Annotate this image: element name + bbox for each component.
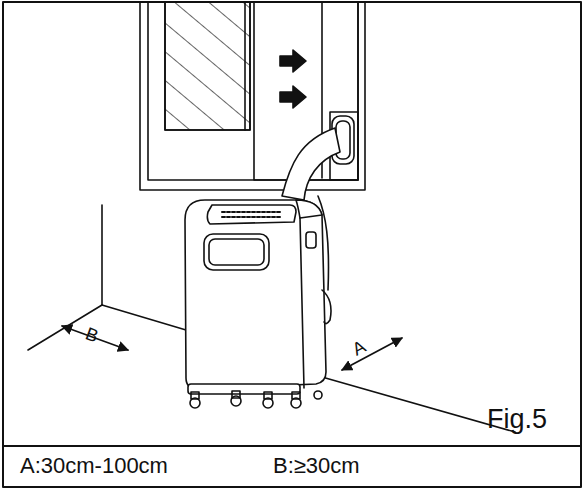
caption-dimension: B:≥30cm (273, 455, 360, 477)
dimension-arrow (342, 338, 402, 370)
dimension-letter: B (83, 324, 100, 345)
figure-number: Fig.5 (487, 406, 547, 433)
window (140, 2, 365, 190)
caption-rule (3, 445, 581, 447)
frame (3, 2, 581, 487)
portable-air-conditioner (185, 200, 331, 408)
caption-dimension: A:30cm-100cm (20, 455, 168, 477)
dimension-letter: A (349, 337, 368, 359)
